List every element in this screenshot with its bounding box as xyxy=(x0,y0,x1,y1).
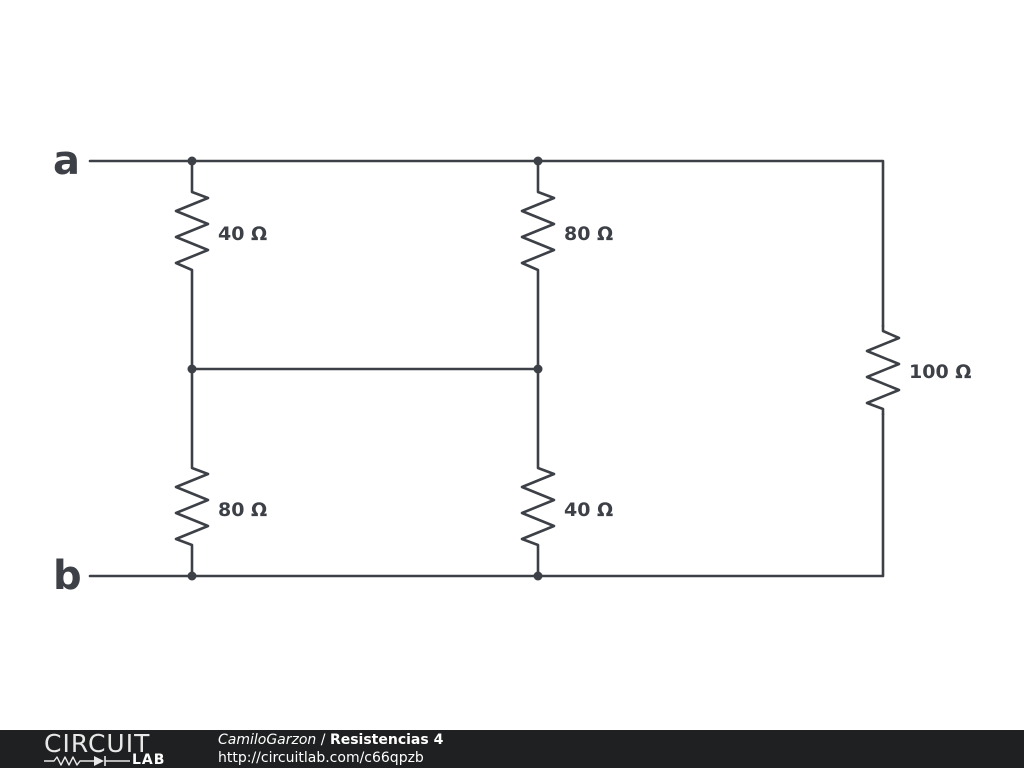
circuit-meta: CamiloGarzon / Resistencias 4 http://cir… xyxy=(218,731,443,767)
junction-node-mid-left xyxy=(187,364,197,374)
top-rail-wire xyxy=(88,159,885,328)
resistor-right xyxy=(865,324,901,416)
author-link[interactable]: CamiloGarzon xyxy=(218,732,317,748)
terminal-b-label: b xyxy=(53,553,82,599)
resistor-right-label: 100 Ω xyxy=(909,361,971,383)
circuit-url[interactable]: http://circuitlab.com/c66qpzb xyxy=(218,750,424,766)
resistor-bottom-middle-label: 40 Ω xyxy=(564,499,613,521)
resistor-bottom-left-label: 80 Ω xyxy=(218,499,267,521)
resistor-top-middle xyxy=(520,159,556,371)
resistor-top-left xyxy=(174,159,210,371)
resistor-bottom-left xyxy=(174,367,210,578)
circuit-schematic: a b 40 Ω 80 Ω 80 Ω 40 Ω 100 Ω xyxy=(53,138,971,599)
author-title-line: CamiloGarzon / Resistencias 4 xyxy=(218,731,443,749)
title-separator: / xyxy=(316,732,330,748)
junction-node-mid-middle xyxy=(533,364,543,374)
logo-circuit-text: CIRCUIT xyxy=(44,729,151,758)
junction-node-top-middle xyxy=(533,156,543,166)
footer-bar: CIRCUIT LAB CamiloGarzon / Resistencias … xyxy=(0,730,1024,768)
junction-node-bottom-left xyxy=(187,571,197,581)
resistor-bottom-middle xyxy=(520,367,556,578)
terminal-a-label: a xyxy=(53,138,80,184)
resistor-top-middle-label: 80 Ω xyxy=(564,223,613,245)
junction-node-top-left xyxy=(187,156,197,166)
junction-node-bottom-middle xyxy=(533,571,543,581)
circuit-title: Resistencias 4 xyxy=(329,732,444,748)
bottom-rail-wire xyxy=(88,412,885,578)
circuitlab-logo: CIRCUIT LAB xyxy=(44,729,179,768)
resistor-diode-icon xyxy=(44,756,130,766)
logo-lab-text: LAB xyxy=(132,752,166,768)
resistor-top-left-label: 40 Ω xyxy=(218,223,267,245)
